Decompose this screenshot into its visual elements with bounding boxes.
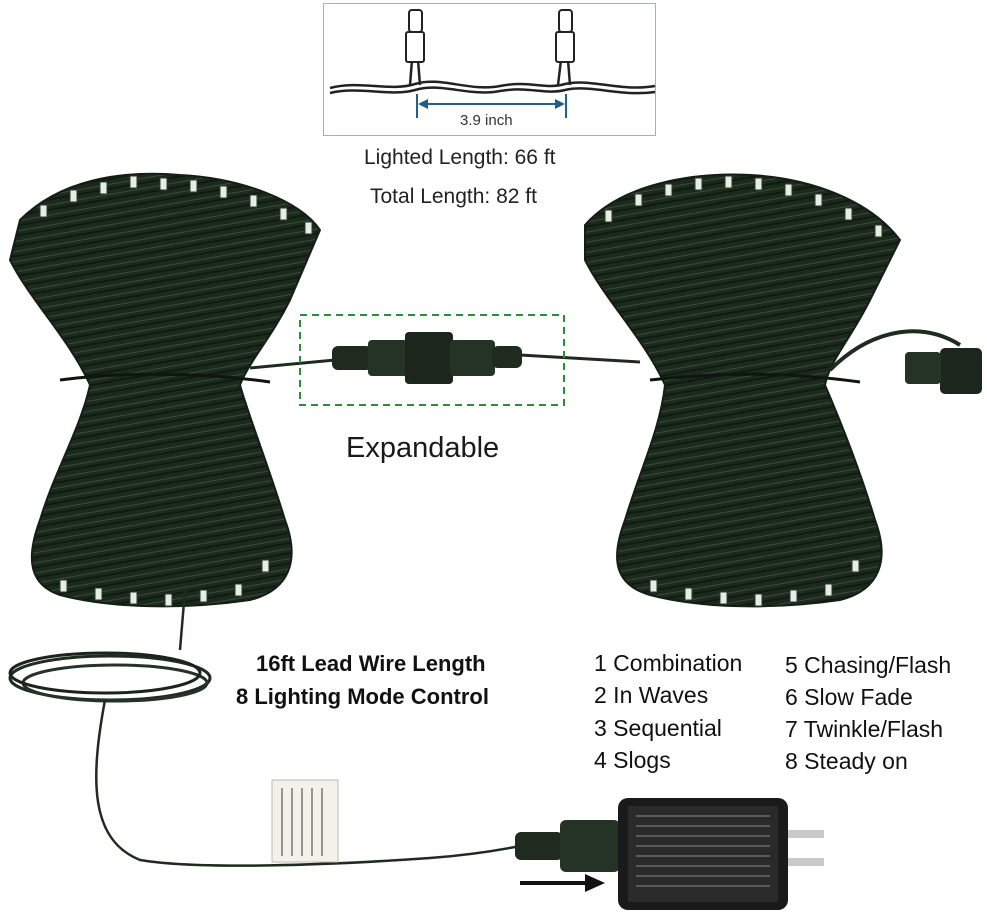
- right-light-bundle: [584, 173, 902, 608]
- lighted-length: Lighted Length: 66 ft: [364, 146, 556, 169]
- mode-6: 6 Slow Fade: [785, 684, 913, 710]
- left-light-bundle: [8, 172, 322, 608]
- spacing-diagram-frame: [323, 3, 656, 136]
- bulb-spacing-label: 3.9 inch: [460, 112, 513, 129]
- mode-control-title: 8 Lighting Mode Control: [236, 684, 489, 709]
- mode-3: 3 Sequential: [594, 715, 722, 741]
- end-connector: [828, 329, 982, 394]
- mode-controller-adapter: [515, 798, 824, 910]
- mode-5: 5 Chasing/Flash: [785, 652, 952, 678]
- mode-7: 7 Twinkle/Flash: [785, 716, 944, 742]
- lead-wire-length: 16ft Lead Wire Length: [256, 651, 486, 676]
- product-label-tag: [271, 779, 339, 863]
- total-length: Total Length: 82 ft: [370, 185, 537, 208]
- mode-4: 4 Slogs: [594, 747, 671, 773]
- extension-connector: [249, 314, 641, 406]
- mode-2: 2 In Waves: [594, 682, 709, 708]
- lead-wire: [8, 589, 521, 867]
- expandable-highlight-box: [299, 314, 565, 406]
- expandable-label: Expandable: [346, 432, 500, 464]
- mode-8: 8 Steady on: [785, 748, 908, 774]
- arrow-icon: [585, 874, 605, 892]
- mode-1: 1 Combination: [594, 650, 743, 676]
- bulb-spacing-diagram: [329, 9, 656, 118]
